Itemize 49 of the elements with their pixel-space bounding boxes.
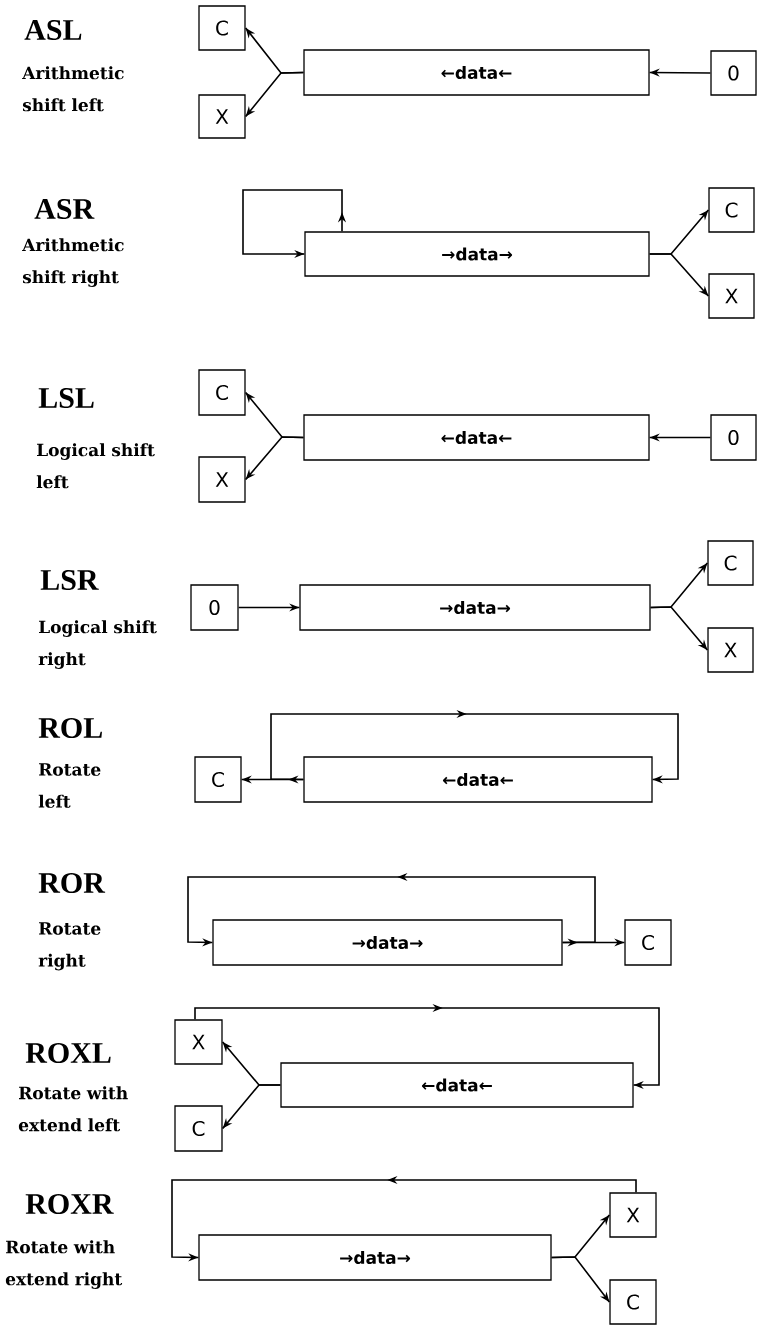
- arrow: [550, 1256, 611, 1303]
- arrow: [270, 709, 679, 784]
- bit-box: 0: [710, 414, 757, 461]
- bit-box: X: [609, 1192, 657, 1238]
- instruction-description: Rotate left: [38, 763, 101, 808]
- bit-box: 0: [710, 50, 757, 96]
- bit-box: C: [198, 5, 246, 51]
- instruction-description: Rotate right: [38, 922, 101, 971]
- bit-box: C: [609, 1279, 657, 1325]
- bit-box: C: [198, 369, 246, 416]
- instruction-description: Logical shift right: [38, 620, 157, 669]
- instruction-description: Rotate with extend right: [5, 1240, 123, 1289]
- instruction-description: Rotate with extend left: [18, 1086, 128, 1132]
- bit-box: C: [194, 756, 242, 803]
- instruction-mnemonic: ASL: [24, 19, 82, 41]
- bit-box: C: [624, 919, 672, 966]
- register-box: ←data←: [303, 414, 650, 461]
- arrow: [649, 606, 709, 651]
- bit-box: C: [707, 540, 754, 586]
- instruction-mnemonic: ASR: [34, 198, 95, 220]
- register-box: ←data←: [303, 49, 650, 96]
- bit-box: X: [708, 273, 755, 319]
- register-box: →data→: [299, 584, 651, 631]
- arrow: [648, 253, 710, 297]
- instruction-mnemonic: LSL: [38, 387, 94, 409]
- bit-box: X: [198, 94, 246, 139]
- register-box: ←data←: [303, 756, 653, 803]
- arrow: [244, 71, 305, 118]
- instruction-mnemonic: ROR: [38, 872, 106, 894]
- bit-box: X: [707, 627, 754, 673]
- instruction-mnemonic: ROXR: [25, 1193, 114, 1215]
- instruction-description: Logical shift left: [36, 443, 155, 489]
- register-box: →data→: [304, 231, 650, 277]
- bit-box: X: [198, 456, 246, 503]
- instruction-description: Arithmetic shift left: [22, 66, 124, 112]
- bit-box: X: [174, 1019, 223, 1065]
- arrow: [194, 1003, 660, 1090]
- arrow: [221, 1084, 282, 1130]
- instruction-mnemonic: LSR: [40, 569, 99, 591]
- register-box: →data→: [212, 919, 563, 966]
- register-box: ←data←: [280, 1062, 634, 1108]
- bit-box: C: [174, 1105, 223, 1152]
- bit-box: 0: [190, 584, 239, 631]
- instruction-description: Arithmetic shift right: [22, 238, 124, 287]
- arrow: [244, 436, 305, 481]
- bit-box: C: [708, 187, 755, 233]
- register-box: →data→: [198, 1234, 552, 1281]
- instruction-mnemonic: ROXL: [25, 1042, 111, 1064]
- instruction-mnemonic: ROL: [38, 717, 102, 739]
